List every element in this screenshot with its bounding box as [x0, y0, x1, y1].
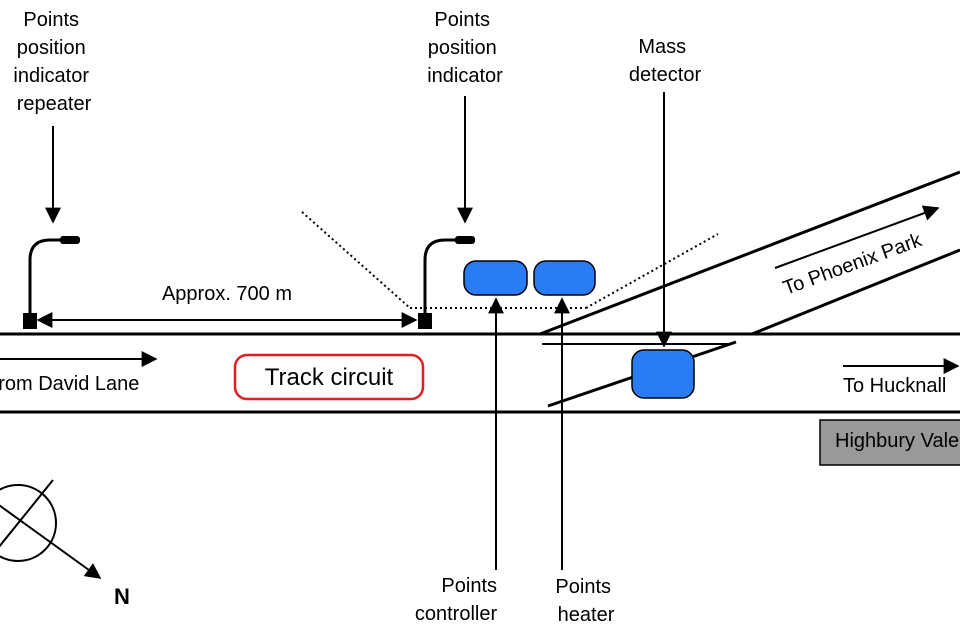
- to-phoenix-park-arrow: [774, 205, 940, 269]
- sightline-left: [301, 211, 411, 309]
- points-heater-label: Points heater: [555, 576, 616, 626]
- branch-track-upper: [539, 170, 960, 336]
- ppi-label: Points position indicator: [427, 9, 503, 87]
- distance-label: Approx. 700 m: [162, 283, 292, 305]
- points-controller-label: Points controller: [415, 575, 503, 625]
- branch-track-lower: [751, 248, 960, 336]
- ppi-repeater-signal: [23, 236, 80, 329]
- ppi-signal: [418, 236, 475, 329]
- highbury-vale-label: Highbury Vale: [835, 430, 959, 452]
- track-circuit-label: Track circuit: [265, 364, 394, 391]
- highbury-vale-station: [819, 419, 960, 466]
- points-heater-box: [533, 260, 596, 296]
- to-hucknall-label: To Hucknall: [843, 375, 946, 397]
- mass-detector-box: [631, 349, 695, 399]
- compass-icon: [0, 479, 102, 579]
- north-label: N: [114, 584, 130, 609]
- mass-detector-label: Mass detector: [629, 36, 702, 86]
- points-controller-box: [463, 260, 528, 296]
- ppi-repeater-label: Points position indicator repeater: [13, 9, 94, 115]
- track-circuit-box: [233, 353, 425, 401]
- sightline-right: [585, 233, 719, 309]
- from-david-lane-label: From David Lane: [0, 373, 139, 395]
